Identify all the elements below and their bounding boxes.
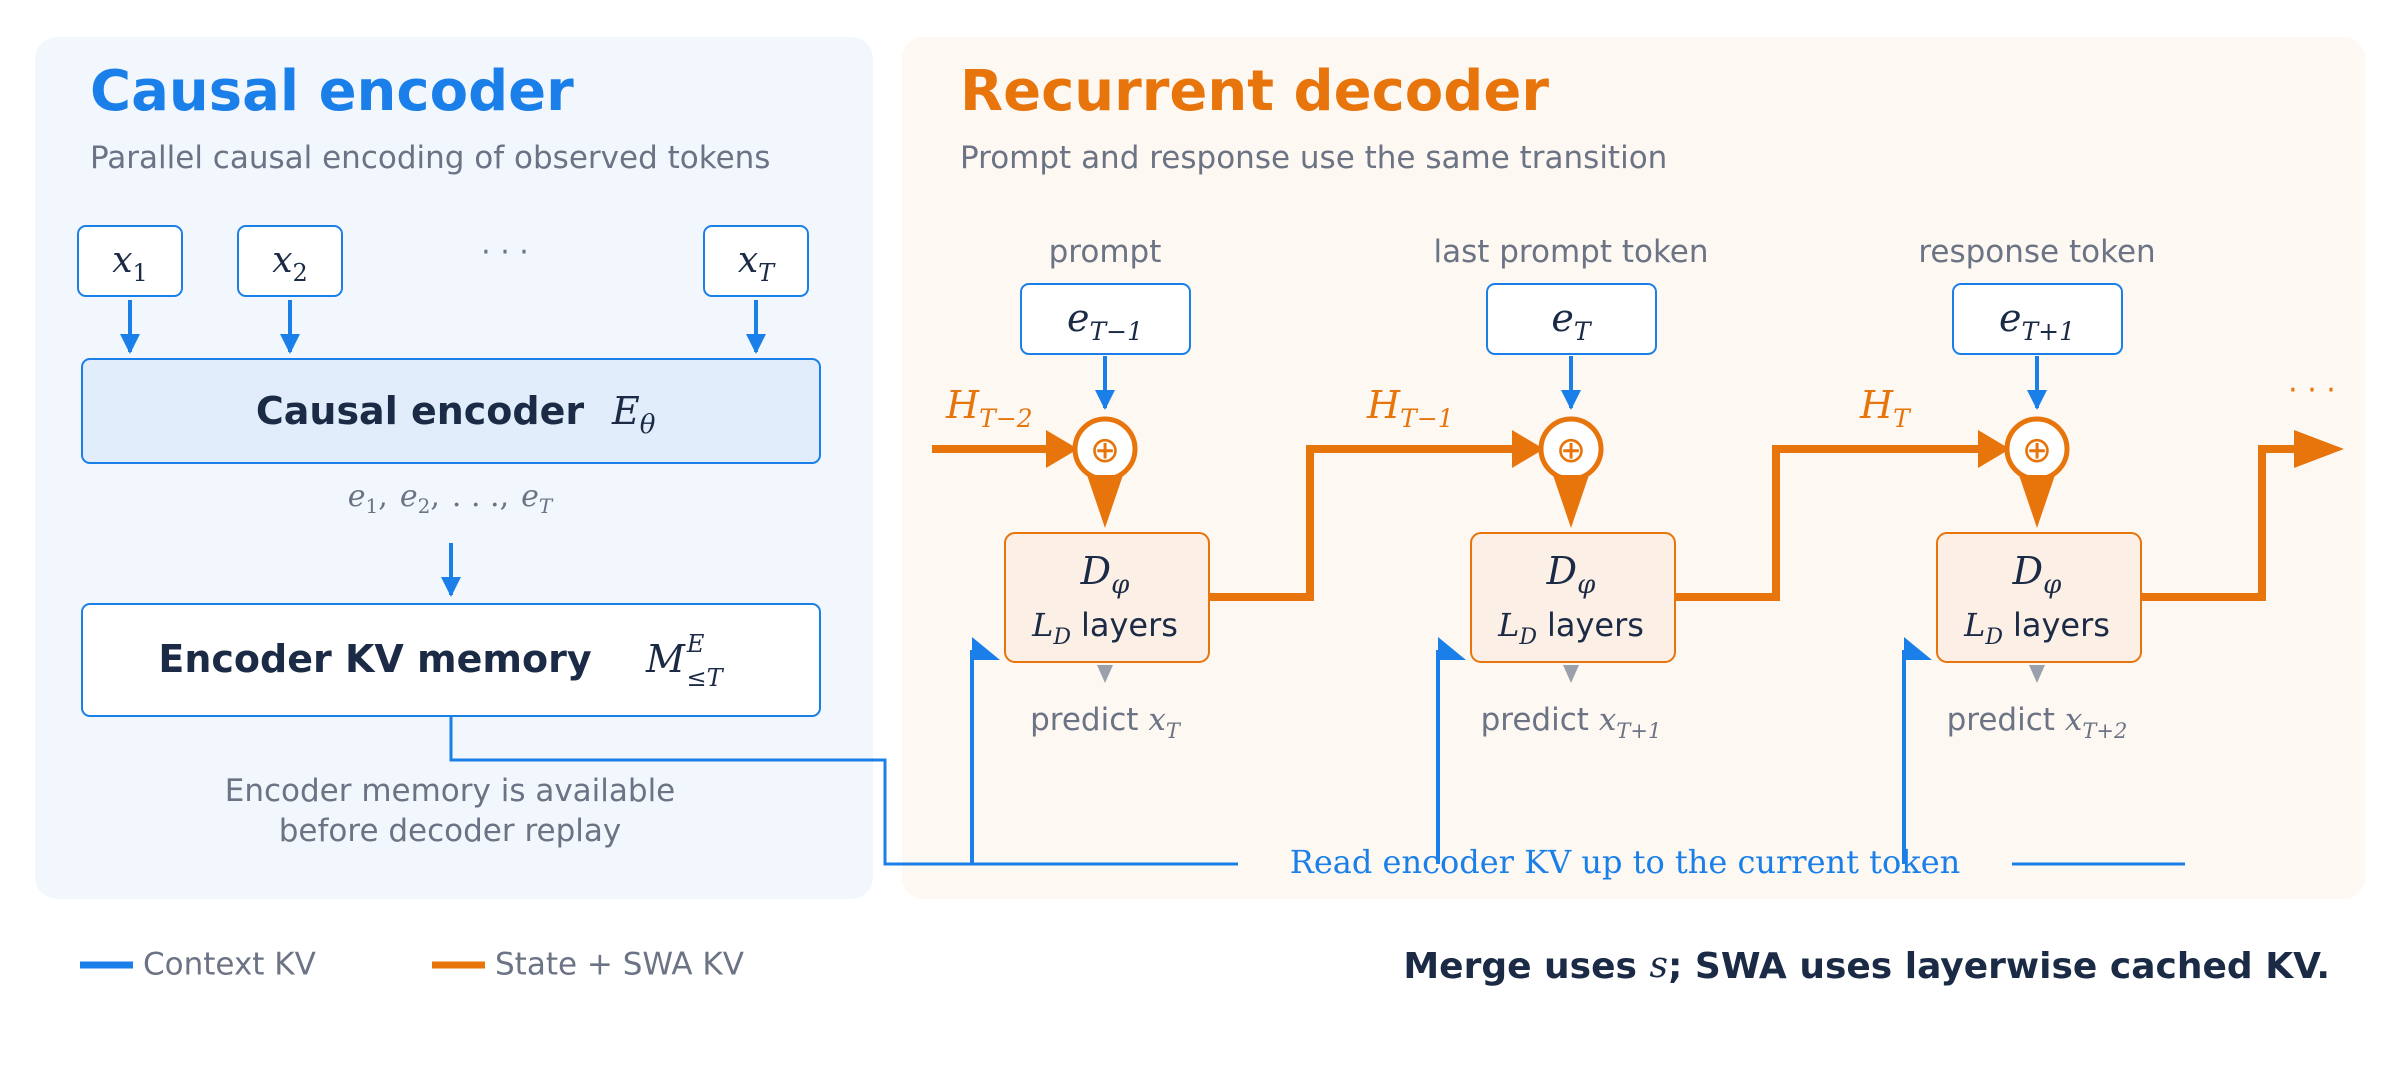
step-2-predict-arrow	[1563, 665, 1579, 683]
encoder-embeddings: e1,e2,. . .,eT	[348, 479, 554, 518]
step-1-decoder-symbol: Dφ	[1080, 549, 1130, 600]
read-kv-arrow-step-2-head	[1438, 637, 1466, 660]
step-2-to-step-3-state-path	[1675, 445, 1998, 601]
step-3-input-box	[1952, 283, 2123, 355]
encoder-title: Causal encoder	[90, 59, 574, 124]
encoder-input-x1: x1	[112, 240, 148, 287]
encoder-note-line2: before decoder replay	[279, 813, 622, 849]
step-3-predict-arrow	[2029, 665, 2045, 683]
encoder-kv-memory-label: Encoder KV memory	[158, 637, 591, 681]
encoder-input-xT: xT	[738, 240, 776, 287]
encoder-note-line1: Encoder memory is available	[225, 773, 676, 809]
legend-state-kv-label: State + SWA KV	[495, 947, 744, 983]
step-3-state-in-arrow-head	[1978, 430, 2010, 468]
decoder-panel	[902, 37, 2365, 899]
footer-note: Merge uses s; SWA uses layerwise cached …	[1403, 945, 2330, 987]
step-3-state-out-path	[2141, 445, 2312, 601]
step-2-input: eT	[1551, 296, 1593, 346]
step-2-input-box	[1486, 283, 1657, 355]
causal-encoder-block-label: Causal encoder	[256, 389, 585, 433]
step-2-state-in-arrow-head	[1512, 430, 1544, 468]
causal-encoder-symbol: Eθ	[611, 389, 656, 440]
state-out-arrow-head	[2294, 430, 2344, 468]
read-kv-arrow-step-1-head	[972, 637, 1000, 660]
step-1-predict-arrow	[1097, 665, 1113, 683]
encoder-input-ellipsis: · · ·	[481, 235, 529, 270]
step-2-merge-to-block-arrow	[1553, 475, 1589, 528]
encoder-input-box-T	[703, 225, 809, 297]
step-1-state-label: HT−2	[945, 383, 1033, 433]
encoder-input-box-1	[77, 225, 183, 297]
context-kv-connector	[449, 716, 1238, 866]
step-2-caption: last prompt token	[1433, 234, 1708, 270]
decoder-subtitle: Prompt and response use the same transit…	[960, 140, 1667, 176]
step-1-input-box	[1020, 283, 1191, 355]
decoder-title: Recurrent decoder	[960, 59, 1549, 124]
encoder-input-x2: x2	[272, 240, 308, 287]
read-kv-label: Read encoder KV up to the current token	[1290, 843, 1960, 881]
step-3-input: eT+1	[1999, 296, 2075, 346]
step-1-input: eT−1	[1067, 296, 1143, 346]
step-1-merge-to-block-arrow	[1087, 475, 1123, 528]
read-kv-arrow-step-3-head	[1904, 637, 1932, 660]
encoder-subtitle: Parallel causal encoding of observed tok…	[90, 140, 770, 176]
step-1-merge-symbol: ⊕	[1090, 430, 1120, 471]
step-2-merge-symbol: ⊕	[1556, 430, 1586, 471]
causal-encoder-block	[81, 358, 821, 464]
step-2-state-label: HT−1	[1366, 383, 1454, 433]
step-3-state-label: HT	[1859, 383, 1912, 433]
step-1-caption: prompt	[1049, 234, 1162, 270]
step-3-merge-symbol: ⊕	[2022, 430, 2052, 471]
legend-context-kv-label: Context KV	[143, 947, 316, 983]
step-3-merge-to-block-arrow	[2019, 475, 2055, 528]
step-3-caption: response token	[1918, 234, 2155, 270]
step-1-state-in-arrow-head	[1046, 430, 1078, 468]
encoder-input-box-2	[237, 225, 343, 297]
step-1-to-step-2-state-path	[1209, 445, 1532, 601]
encoder-kv-memory-symbol: ME≤T	[645, 630, 725, 692]
decoder-trailing-ellipsis: · · ·	[2288, 373, 2336, 408]
step-2-decoder-symbol: Dφ	[1546, 549, 1596, 600]
step-3-decoder-symbol: Dφ	[2012, 549, 2062, 600]
